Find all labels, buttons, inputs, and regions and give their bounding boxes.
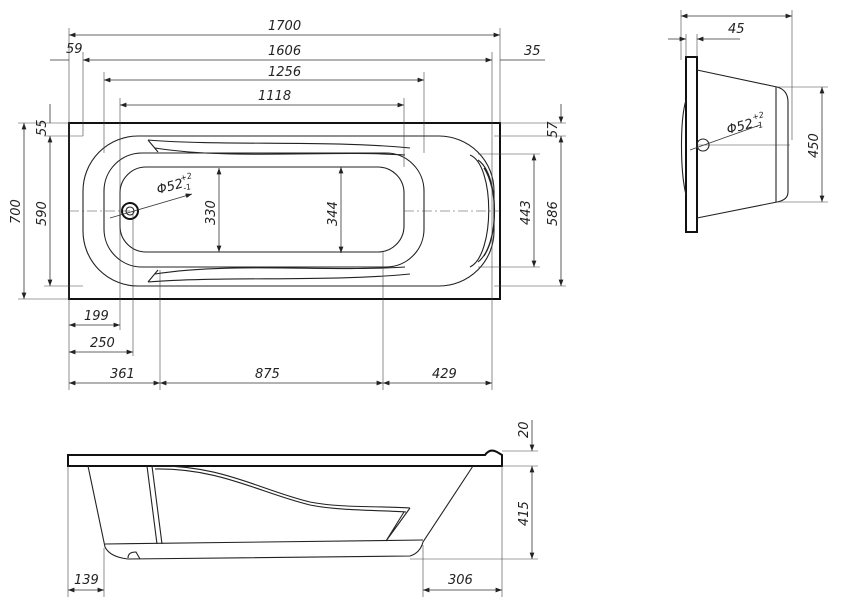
dim-361: 361 bbox=[110, 367, 135, 382]
side-backrest bbox=[151, 465, 411, 513]
dim-415: 415 bbox=[517, 501, 532, 526]
dim-45: 45 bbox=[728, 22, 745, 37]
dim-450: 450 bbox=[807, 133, 822, 158]
end-drain-label: Φ52 bbox=[725, 116, 755, 137]
tub-basin bbox=[103, 152, 425, 268]
side-seat-support bbox=[146, 465, 163, 545]
end-flange bbox=[685, 56, 698, 233]
armrest-bottom bbox=[147, 266, 411, 283]
dim-55: 55 bbox=[35, 119, 50, 136]
headrest bbox=[469, 154, 496, 268]
dim-139: 139 bbox=[74, 573, 99, 588]
tub-rim-inner bbox=[82, 135, 495, 287]
dim-344: 344 bbox=[326, 201, 341, 226]
dim-35: 35 bbox=[524, 44, 541, 59]
end-drain-icon bbox=[696, 138, 710, 152]
dim-306: 306 bbox=[448, 573, 473, 588]
dim-57: 57 bbox=[546, 121, 561, 138]
top-view: Φ52 +2 -1 bbox=[9, 19, 566, 390]
tolerance-lower: -1 bbox=[182, 182, 192, 193]
side-rim bbox=[67, 449, 503, 467]
armrest-top bbox=[147, 139, 411, 156]
tub-bottom bbox=[119, 166, 405, 253]
dim-1256: 1256 bbox=[268, 65, 301, 80]
dim-429: 429 bbox=[432, 367, 457, 382]
dim-330: 330 bbox=[204, 200, 219, 225]
dim-586: 586 bbox=[546, 201, 561, 226]
end-tolerance-upper: +2 bbox=[751, 110, 765, 122]
dim-875: 875 bbox=[255, 367, 280, 382]
dim-20: 20 bbox=[517, 421, 532, 438]
tolerance-upper: +2 bbox=[179, 171, 193, 183]
dim-250: 250 bbox=[90, 336, 115, 351]
end-tolerance-lower: -1 bbox=[754, 120, 764, 131]
dim-590: 590 bbox=[35, 201, 50, 226]
dim-1118: 1118 bbox=[258, 89, 291, 104]
end-view: Φ52 +2 -1 45 450 bbox=[668, 10, 828, 233]
dim-199: 199 bbox=[84, 309, 109, 324]
end-body bbox=[696, 69, 789, 219]
side-view: 20 415 139 306 bbox=[67, 420, 538, 597]
dim-443: 443 bbox=[519, 200, 534, 225]
dim-1606: 1606 bbox=[268, 44, 301, 59]
dim-1700: 1700 bbox=[268, 19, 301, 34]
dim-700: 700 bbox=[9, 199, 24, 224]
drain-diameter-label: Φ52 bbox=[155, 176, 185, 197]
side-body bbox=[87, 465, 474, 560]
dim-59: 59 bbox=[66, 42, 83, 57]
